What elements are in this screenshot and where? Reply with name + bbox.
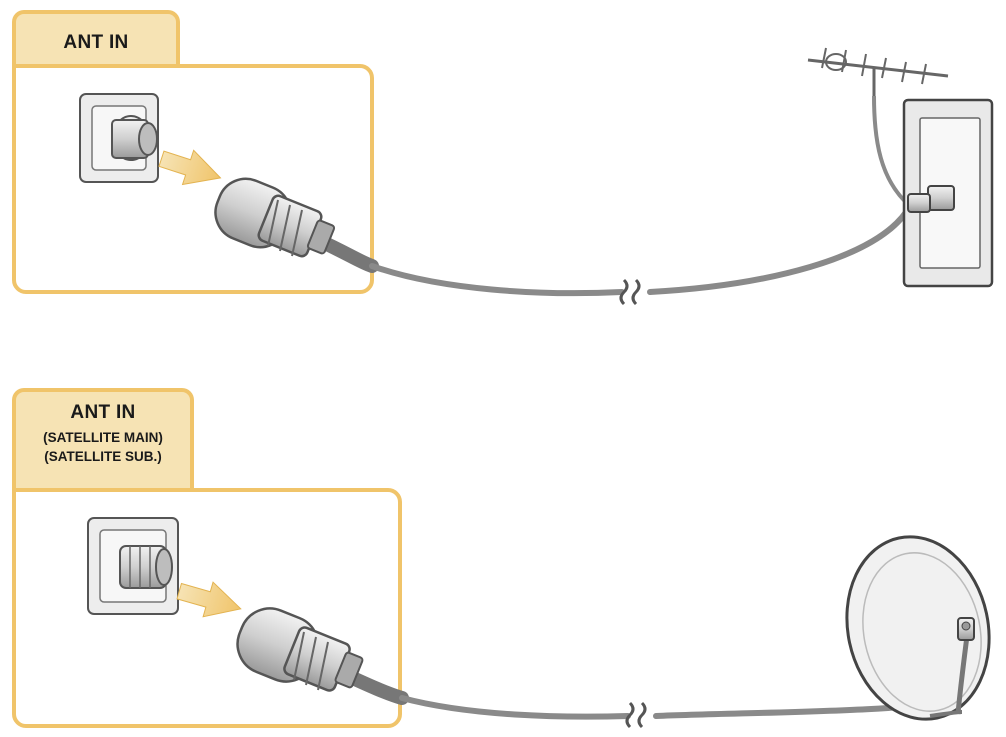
coax-plug-icon <box>214 177 379 273</box>
satellite-main-label: (SATELLITE MAIN) <box>43 430 163 445</box>
bottom-coax-cable <box>399 695 631 720</box>
ant-in-label: ANT IN <box>63 32 129 53</box>
satellite-dish-icon <box>845 535 991 721</box>
cable-break-icon <box>619 278 641 306</box>
ant-in-tab: ANT IN <box>12 10 180 68</box>
f-connector-plug-icon <box>236 607 409 705</box>
satellite-ant-in-label: ANT IN <box>70 402 136 423</box>
satellite-ant-in-tab: ANT IN (SATELLITE MAIN) (SATELLITE SUB.) <box>12 388 194 492</box>
tv-antenna-icon <box>807 47 949 208</box>
f-connector-port-icon <box>87 517 179 615</box>
satellite-sub-label: (SATELLITE SUB.) <box>44 449 162 464</box>
insert-arrow-icon <box>158 149 222 186</box>
cable-break-icon <box>625 701 647 729</box>
top-coax-cable <box>369 263 625 297</box>
antenna-wall-outlet-icon <box>902 98 994 288</box>
coax-port-icon <box>79 93 159 183</box>
top-coax-cable-continued <box>647 203 913 295</box>
insert-arrow-icon <box>176 581 242 618</box>
